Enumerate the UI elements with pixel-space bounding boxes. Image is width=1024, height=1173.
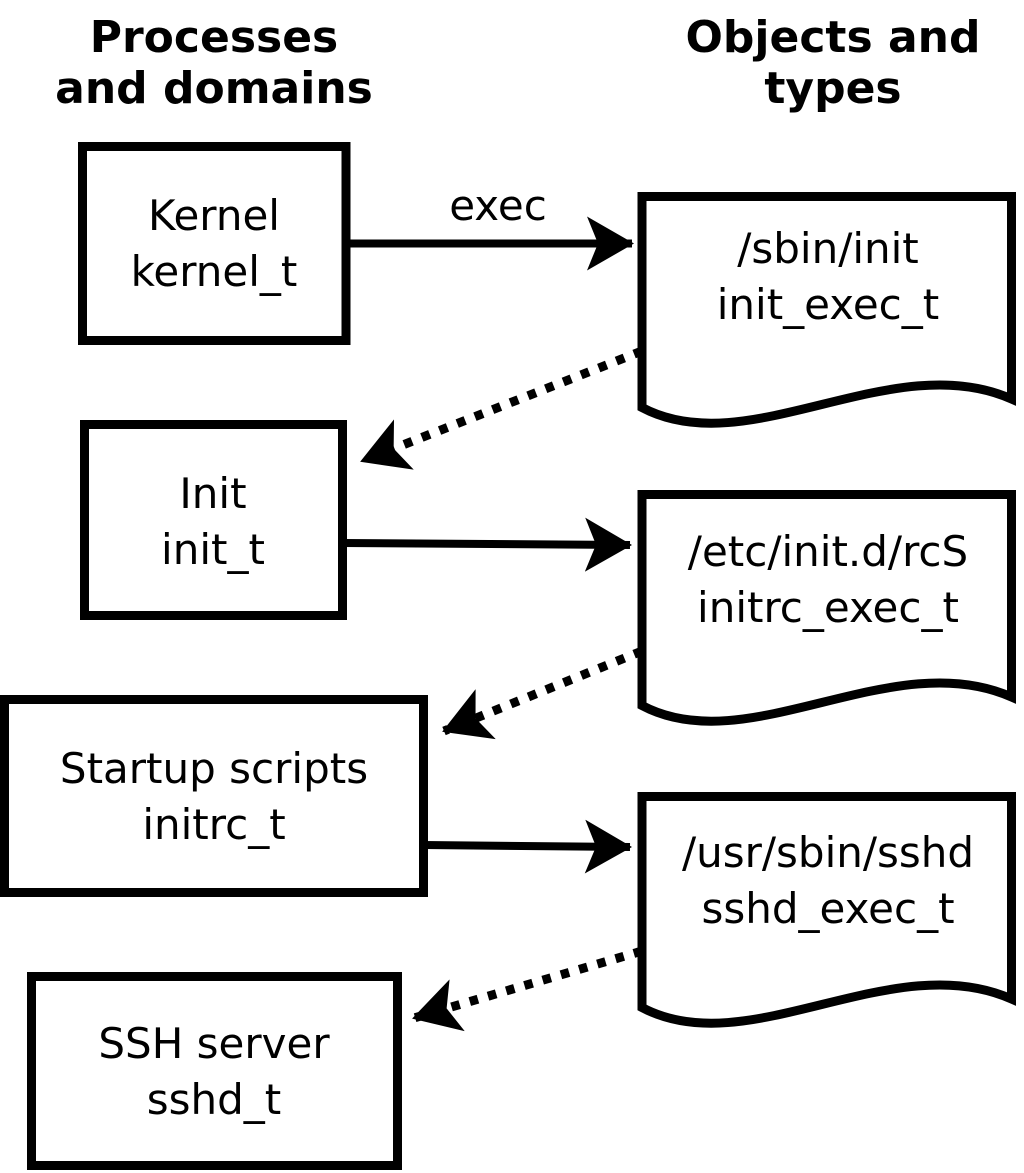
process-box-kernel-label: Kernel <box>148 191 280 240</box>
process-box-ssh-server <box>27 972 402 1170</box>
column-header-processes-line1: Processes <box>90 12 339 63</box>
object-doc-sbin-init-label: /sbin/init <box>737 224 919 273</box>
process-box-init-domain: init_t <box>161 525 265 574</box>
exec-arrow-init-to-rcS <box>342 517 632 572</box>
process-box-init <box>80 420 347 620</box>
column-header-objects-line1: Objects and <box>686 12 981 63</box>
object-doc-usr-sbin-sshd <box>637 792 1016 1028</box>
object-doc-etc-init-rcS <box>637 490 1016 726</box>
object-doc-usr-sbin-sshd-label: /usr/sbin/sshd <box>682 828 974 877</box>
object-doc-etc-init-rcS-type: initrc_exec_t <box>697 583 959 632</box>
process-box-ssh-server-label: SSH server <box>98 1019 330 1068</box>
process-box-kernel <box>78 142 351 345</box>
exec-arrow-initrc-to-sshd <box>423 819 632 874</box>
transition-arrow-sshd-exec-to-sshd-t <box>412 946 644 1032</box>
process-box-ssh-server-domain: sshd_t <box>147 1075 282 1124</box>
object-doc-etc-init-rcS-label: /etc/init.d/rcS <box>688 527 968 576</box>
object-doc-usr-sbin-sshd-type: sshd_exec_t <box>701 884 954 933</box>
column-header-processes-line2: and domains <box>55 63 373 114</box>
process-box-startup-scripts <box>0 695 428 897</box>
process-box-kernel-domain: kernel_t <box>131 247 298 296</box>
process-box-startup-scripts-label: Startup scripts <box>60 744 368 793</box>
transition-arrow-initrc-exec-to-initrc-t <box>442 646 644 740</box>
process-box-init-label: Init <box>179 469 246 518</box>
transition-arrow-init-exec-to-init-t <box>360 346 644 470</box>
object-doc-sbin-init <box>637 192 1016 428</box>
column-header-objects-line2: types <box>764 63 901 114</box>
process-box-startup-scripts-domain: initrc_t <box>142 800 285 849</box>
exec-arrow-label: exec <box>449 181 547 230</box>
object-doc-sbin-init-type: init_exec_t <box>717 280 940 329</box>
